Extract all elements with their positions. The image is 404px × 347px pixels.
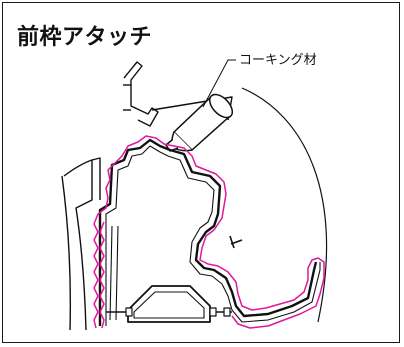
caulking-nozzle <box>165 93 234 152</box>
outer-housing-arc <box>241 87 328 323</box>
left-outer-profile <box>61 157 101 331</box>
figure-title: 前枠アタッチ <box>17 25 153 50</box>
frame-profile <box>98 138 321 326</box>
t-marker <box>229 235 243 249</box>
caulking-material-label: コーキング材 <box>239 53 317 68</box>
callout-leader-line <box>202 59 236 108</box>
bottom-channel <box>106 285 232 323</box>
sealant-bead <box>93 135 325 329</box>
